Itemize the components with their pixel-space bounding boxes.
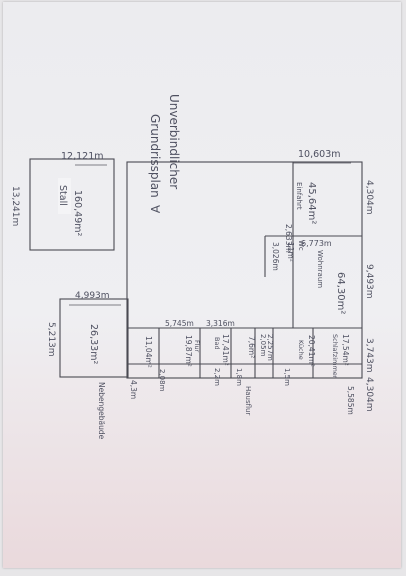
stall-name-label: Stall	[57, 185, 68, 206]
room-flur-area: 19,87m²	[184, 335, 193, 367]
dim-43: 4,3m	[129, 380, 138, 399]
room-wohnraum-area: 64,30m²	[335, 272, 346, 314]
stall-depth-label: 13,241m	[10, 186, 20, 226]
house-total-length-label: 10,603m	[298, 149, 341, 160]
house-right-depth-label: 4,304m	[364, 377, 374, 412]
house-left-depth-label: 4,304m	[364, 180, 374, 215]
room-schlafzimmer-area: 17,54m²	[341, 334, 350, 366]
room-tiny-area: 7,6m²	[247, 336, 256, 358]
stall-width-label: 12,121m	[61, 151, 104, 162]
dim-3026: 3,026m	[271, 242, 280, 271]
room-bad-area: 17,41m²	[221, 334, 230, 366]
room-small-area: 11,04m²	[144, 336, 153, 368]
room-wc-area: 11m²	[286, 242, 295, 262]
stall-outline	[29, 158, 115, 251]
house-depth-right-label: 3,743m	[364, 338, 374, 373]
room-kueche-name: Küche	[297, 340, 305, 360]
shed-width-label: 4,993m	[75, 291, 110, 301]
room-schlafzimmer-name: Schlafzimmer	[331, 334, 339, 379]
house-depth-mid-label: 9,493m	[364, 264, 374, 299]
dim-205: 2,05m	[259, 334, 267, 357]
plan-title-line1: Unverbindlicher	[167, 94, 181, 189]
dim-6773: 6,773m	[301, 239, 332, 248]
dim-3316: 3,316m	[206, 319, 235, 328]
room-bad-name: Bad	[213, 337, 221, 350]
dim-5745: 5,745m	[165, 319, 194, 328]
dim-2633: 2,633m	[284, 224, 293, 253]
plan-title-mark: ∀	[148, 205, 162, 214]
shed-area-label: 26,33m²	[88, 324, 99, 364]
dim-208: 2,08m	[158, 369, 166, 392]
house-outline	[126, 161, 363, 379]
dim-22: 2,2m	[213, 368, 221, 386]
dim-18: 1,8m	[235, 368, 243, 386]
dim-15: 1,5m	[283, 368, 291, 386]
stall-correction-patch	[58, 178, 71, 214]
plan-title-line2: Grundrissplan	[148, 114, 162, 198]
room-einfahrt-name: Einfahrt	[295, 182, 303, 210]
shed-depth-label: 5,213m	[46, 322, 56, 357]
room-einfahrt-area: 45,64m²	[306, 182, 317, 224]
nebengebaeude-label: Nebengebäude	[97, 382, 106, 440]
floor-plan-drawing: 12,121m 13,241m 160,49m² Stall Unverbind…	[10, 94, 374, 440]
floor-plan-sheet: 12,121m 13,241m 160,49m² Stall Unverbind…	[3, 2, 401, 568]
shed-outline	[59, 298, 129, 378]
hallway-label: Hausflur	[244, 386, 252, 415]
room-wohnraum-name: Wohnraum	[316, 250, 324, 288]
room-wc-name: Wc	[297, 240, 305, 251]
room-flur-name: Flur	[193, 340, 201, 353]
room-kueche-area: 20,41m²	[307, 335, 316, 367]
dim-2257: 2,257m	[266, 334, 274, 361]
dim-5585: 5,585m	[346, 386, 355, 415]
stall-area-label: 160,49m²	[72, 190, 83, 236]
